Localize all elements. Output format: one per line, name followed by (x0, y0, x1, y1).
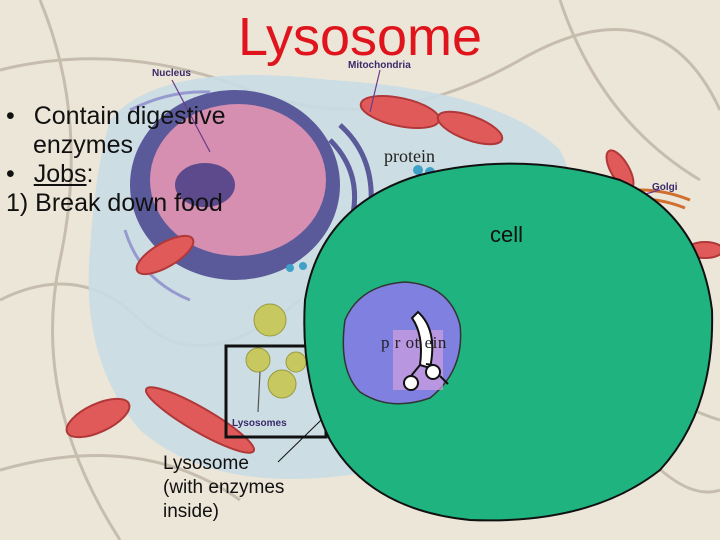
slide-title: Lysosome (237, 7, 483, 67)
jobs-colon: : (86, 160, 94, 188)
bullet-text: 1) Break down food (6, 189, 223, 217)
cell-label: cell (490, 222, 524, 247)
jobs-heading: Jobs (33, 160, 87, 188)
protein-label: protein (384, 146, 435, 166)
golgi-label: Golgi (652, 182, 678, 193)
lysosomes-label: Lysosomes (232, 418, 287, 429)
bullet-item: 1) Break down food (6, 189, 226, 218)
lysosome-caption: Lysosome (with enzymes inside) (163, 452, 284, 524)
scissors-icon (403, 310, 449, 391)
bullet-marker: • (6, 102, 15, 130)
bullet-list: • Contain digestive enzymes • Jobs: 1) B… (6, 102, 226, 218)
bullet-text: enzymes (33, 131, 134, 159)
caption-line: (with enzymes (163, 477, 285, 498)
bullet-marker: • (6, 160, 15, 188)
caption-line: Lysosome (163, 453, 249, 474)
caption-line: inside) (163, 501, 219, 522)
bullet-item: • Contain digestive (6, 102, 226, 131)
bullet-item: • Jobs: (6, 160, 226, 189)
mitochondria-label: Mitochondria (348, 60, 411, 71)
nucleus-label: Nucleus (152, 68, 191, 79)
bullet-item: enzymes (6, 131, 226, 160)
bullet-text: Contain digestive (33, 102, 226, 130)
cell-blob (303, 162, 714, 522)
protein-fragment-label: p r ot ein (381, 333, 447, 352)
